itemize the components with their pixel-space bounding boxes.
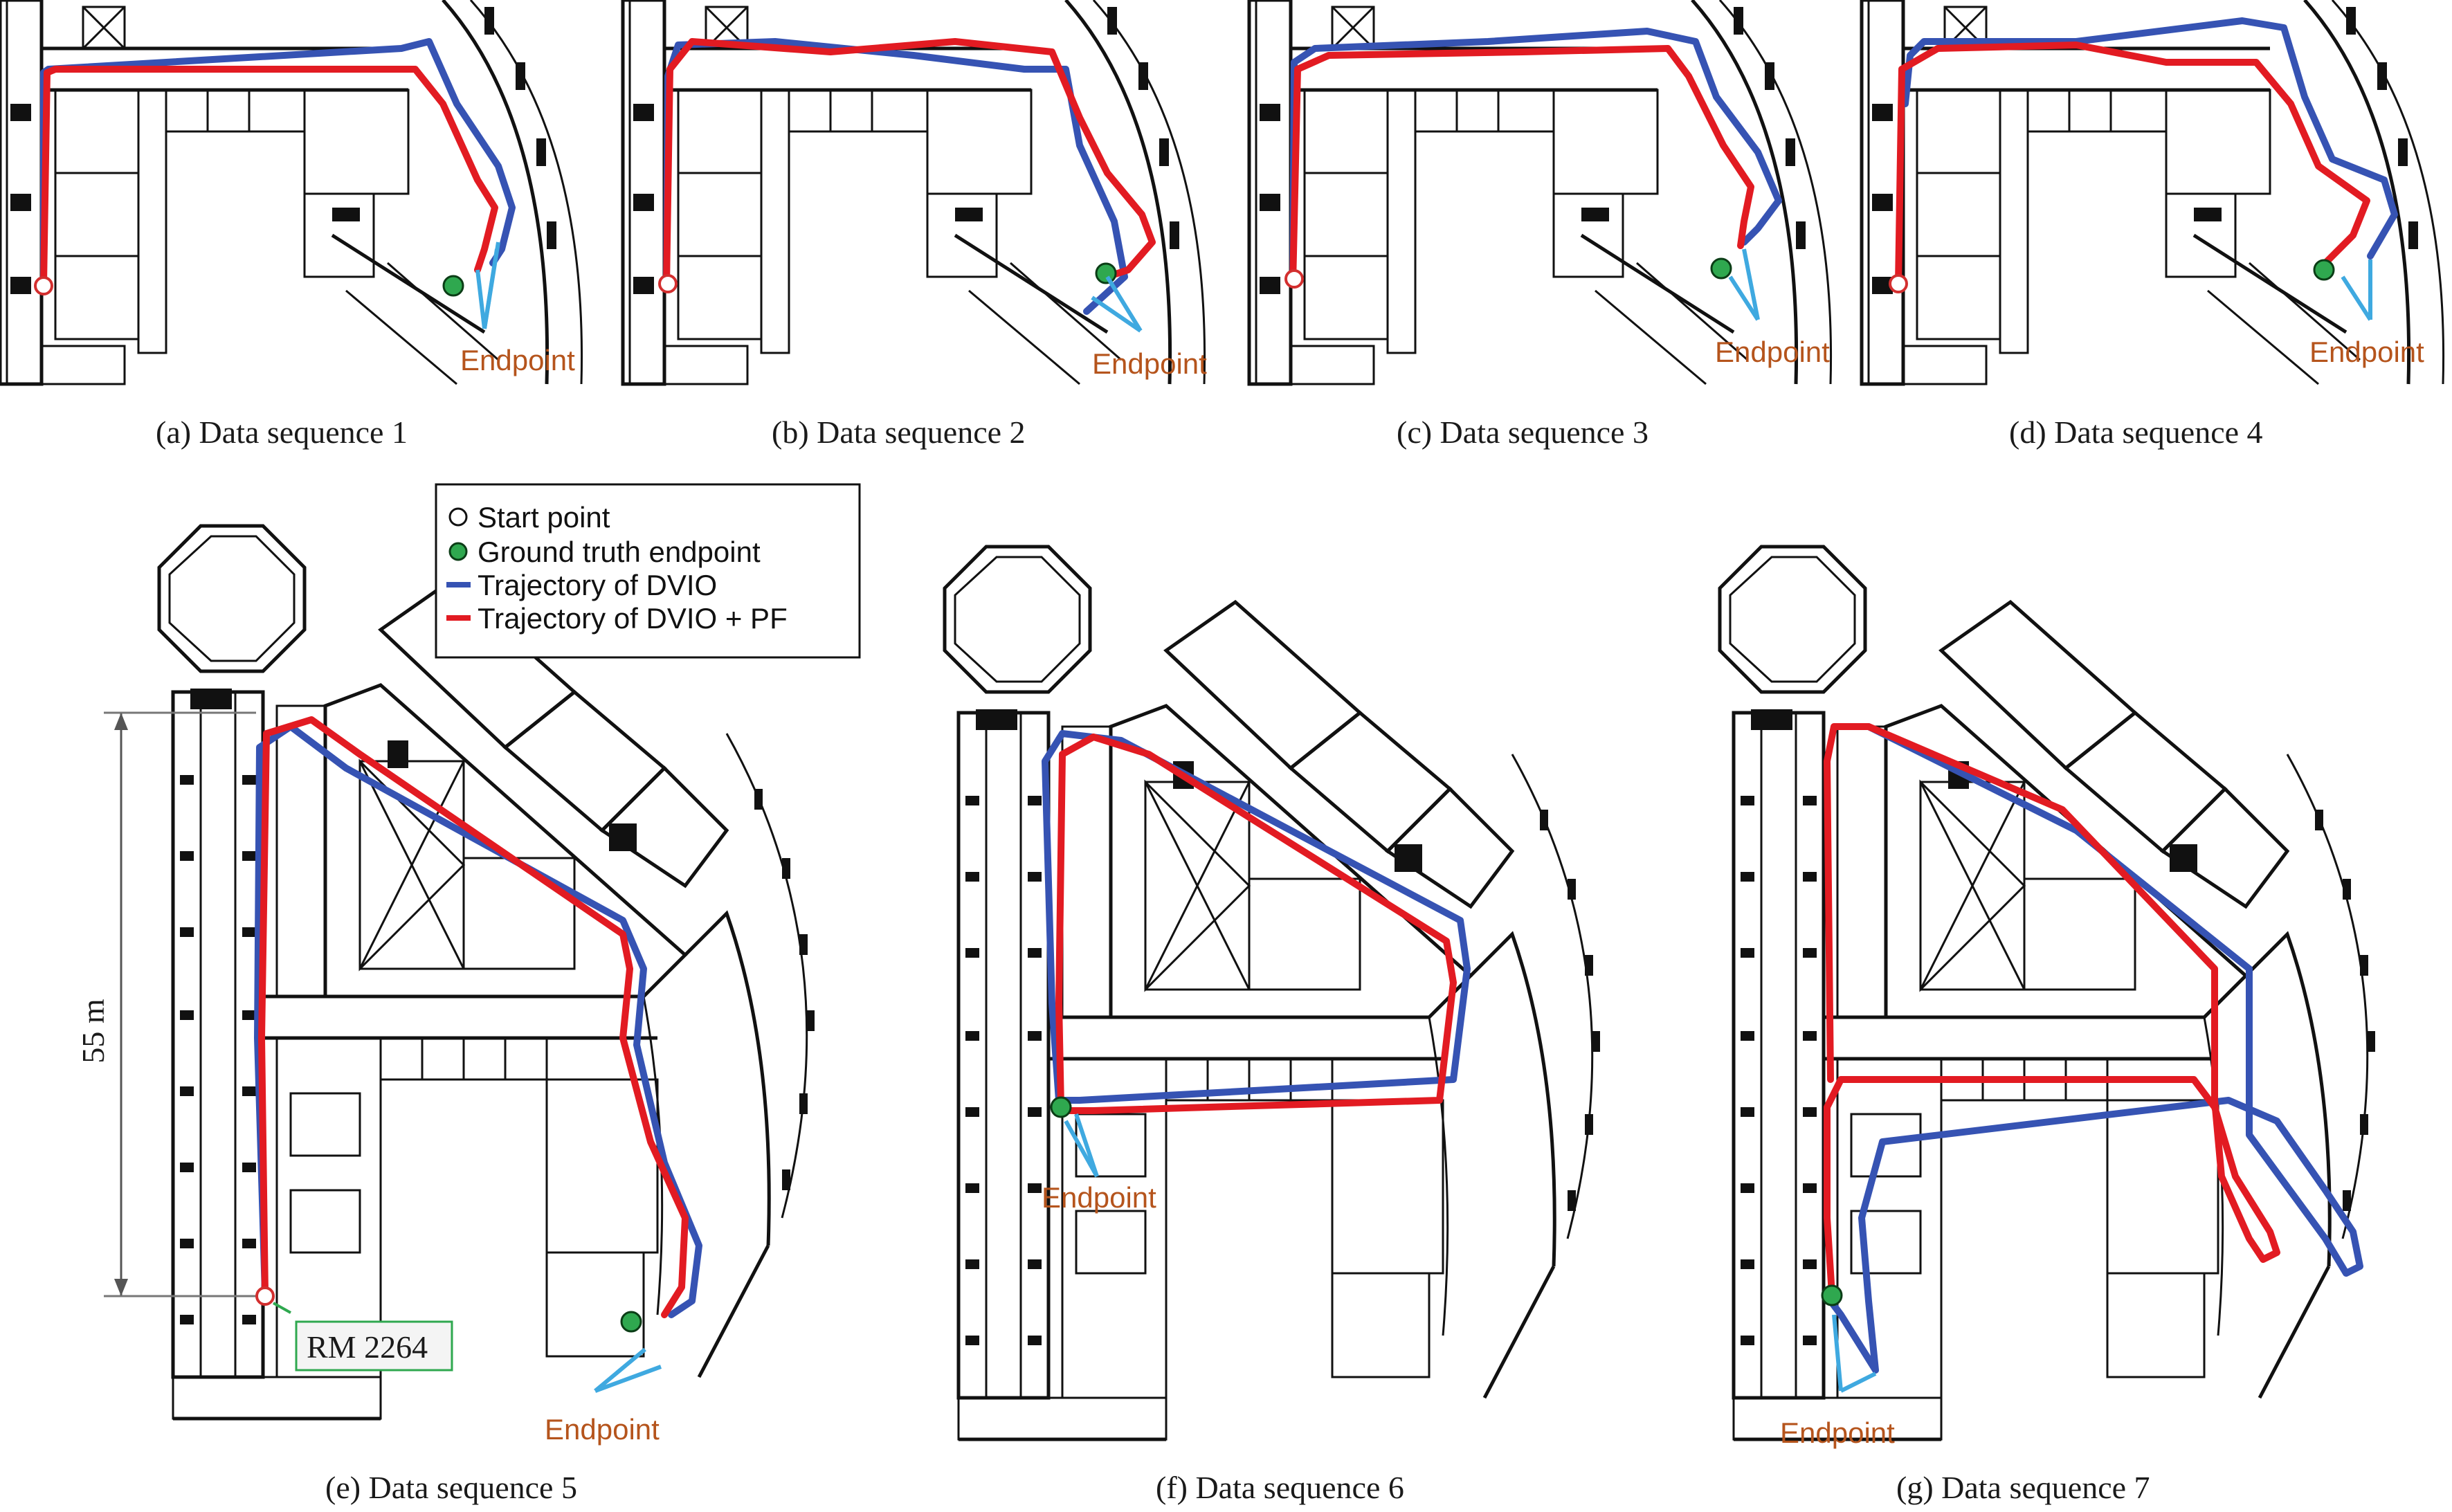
start-point-e [255,1286,275,1306]
pf-trajectory-e [258,716,689,1318]
room-label-box [295,1320,453,1372]
pf-trajectory-b [663,38,1156,287]
room-label: RM 2264 [307,1329,428,1365]
caption-e: (e) Data sequence 5 [325,1470,577,1505]
dvio-trajectory-a [40,38,516,287]
endpoint-label-b: Endpoint [1092,347,1207,380]
ground-truth-endpoint-a [442,275,464,297]
start-point-b [658,274,678,293]
dvio-trajectory-d [1902,17,2398,259]
start-point-d [1889,274,1908,293]
start-point-a [34,276,53,295]
ground-truth-endpoint-g [1821,1284,1843,1306]
ground-truth-endpoint-b [1095,262,1117,284]
panel-c: Endpoint (c) Data sequence 3 [1249,0,1831,450]
legend-pf-label: Trajectory of DVIO + PF [478,602,788,635]
panel-b: Endpoint (b) Data sequence 2 [623,0,1207,450]
endpoint-label-d: Endpoint [2309,336,2424,368]
caption-f: (f) Data sequence 6 [1156,1470,1404,1505]
caption-c: (c) Data sequence 3 [1397,415,1649,450]
dvio-trajectory-g [1827,723,2363,1374]
endpoint-label-g: Endpoint [1780,1417,1895,1449]
ground-truth-endpoint-e [620,1311,642,1333]
caption-d: (d) Data sequence 4 [2009,415,2263,450]
legend-start-marker [448,507,468,527]
pf-trajectory-g [1824,723,2280,1297]
caption-a: (a) Data sequence 1 [156,415,408,450]
panel-g: Endpoint (g) Data sequence 7 [1720,547,2375,1505]
pf-trajectory-f [1055,734,1457,1114]
endpoint-label-c: Endpoint [1715,336,1830,368]
scale-label: 55 m [75,999,111,1064]
dvio-trajectory-c [1289,28,1782,287]
ground-truth-endpoint-c [1710,257,1732,280]
legend-start-label: Start point [478,501,610,534]
pf-trajectory-d [1895,42,2370,287]
dvio-trajectory-b [663,38,1128,315]
ground-truth-endpoint-d [2313,259,2335,281]
legend-box [435,483,861,659]
endpoint-label-e: Endpoint [545,1413,660,1446]
start-point-c [1284,269,1304,289]
caption-b: (b) Data sequence 2 [772,415,1026,450]
legend: Start point Ground truth endpoint Trajec… [435,483,861,659]
panel-a: Endpoint (a) Data sequence 1 [0,0,582,450]
legend-ground-truth-label: Ground truth endpoint [478,536,761,568]
caption-g: (g) Data sequence 7 [1896,1470,2150,1505]
dvio-trajectory-e [254,723,702,1318]
dvio-trajectory-f [1042,730,1471,1104]
pf-trajectory-c [1289,45,1754,287]
legend-dvio-label: Trajectory of DVIO [478,569,717,601]
endpoint-label-a: Endpoint [460,344,575,376]
endpoint-label-f: Endpoint [1042,1181,1156,1214]
ground-truth-endpoint-f [1050,1096,1072,1118]
panel-d: Endpoint (d) Data sequence 4 [1862,0,2444,450]
panel-e: 55 m Endpoint RM 2264 (e) Data sequence … [75,526,815,1505]
legend-ground-truth-marker [448,542,468,561]
pf-trajectory-a [40,66,498,287]
panel-f: Endpoint (f) Data sequence 6 [945,547,1600,1505]
